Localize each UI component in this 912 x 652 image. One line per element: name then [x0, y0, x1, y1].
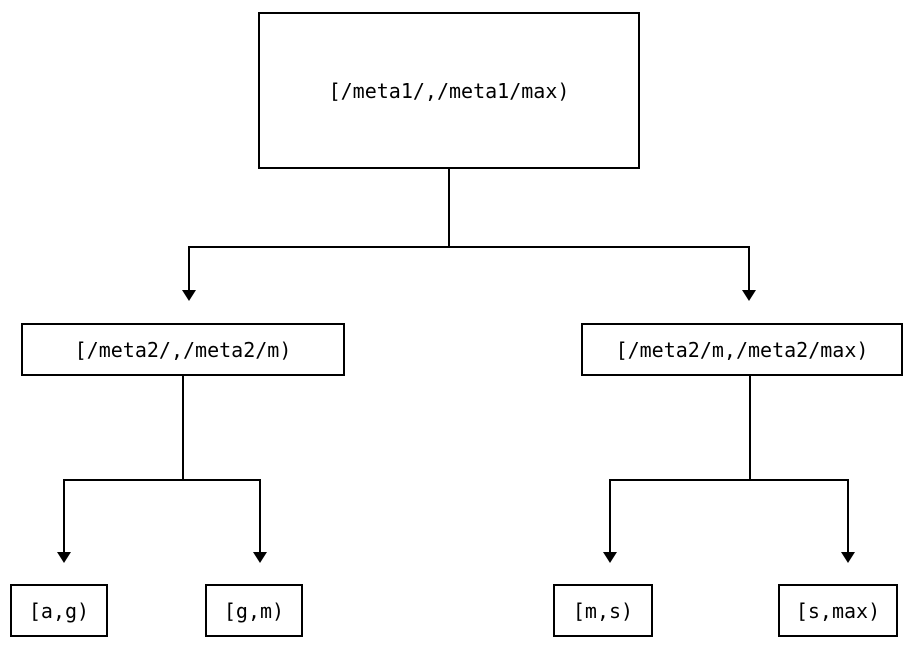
node-leaf-m-s-label: [m,s) — [572, 598, 634, 623]
edge-root-to-mid-right — [748, 246, 750, 290]
edge-mid-left-crossbar — [63, 479, 261, 481]
node-leaf-m-s[interactable]: [m,s) — [553, 584, 653, 637]
node-leaf-g-m-label: [g,m) — [223, 598, 285, 623]
arrowhead-mid-left-to-leaf-2-icon — [253, 552, 267, 563]
edge-mid-right-stem — [749, 376, 751, 480]
node-root[interactable]: [/meta1/,/meta1/max) — [258, 12, 640, 169]
arrowhead-mid-left-to-leaf-1-icon — [57, 552, 71, 563]
node-leaf-s-max-label: [s,max) — [795, 598, 881, 623]
node-mid-right[interactable]: [/meta2/m,/meta2/max) — [581, 323, 903, 376]
edge-root-stem — [448, 169, 450, 248]
arrowhead-mid-right-to-leaf-3-icon — [603, 552, 617, 563]
edge-mid-right-crossbar — [609, 479, 849, 481]
node-root-label: [/meta1/,/meta1/max) — [328, 78, 570, 103]
edge-mid-left-to-leaf-2 — [259, 479, 261, 552]
node-leaf-a-g-label: [a,g) — [28, 598, 90, 623]
edge-mid-left-stem — [182, 376, 184, 480]
arrowhead-root-to-mid-left-icon — [182, 290, 196, 301]
node-leaf-g-m[interactable]: [g,m) — [205, 584, 303, 637]
edge-root-to-mid-left — [188, 246, 190, 290]
edge-mid-left-to-leaf-1 — [63, 479, 65, 552]
node-leaf-s-max[interactable]: [s,max) — [778, 584, 898, 637]
arrowhead-mid-right-to-leaf-4-icon — [841, 552, 855, 563]
arrowhead-root-to-mid-right-icon — [742, 290, 756, 301]
node-leaf-a-g[interactable]: [a,g) — [10, 584, 108, 637]
node-mid-left[interactable]: [/meta2/,/meta2/m) — [21, 323, 345, 376]
node-mid-right-label: [/meta2/m,/meta2/max) — [615, 337, 869, 362]
edge-root-crossbar — [188, 246, 750, 248]
edge-mid-right-to-leaf-4 — [847, 479, 849, 552]
node-mid-left-label: [/meta2/,/meta2/m) — [74, 337, 292, 362]
edge-mid-right-to-leaf-3 — [609, 479, 611, 552]
